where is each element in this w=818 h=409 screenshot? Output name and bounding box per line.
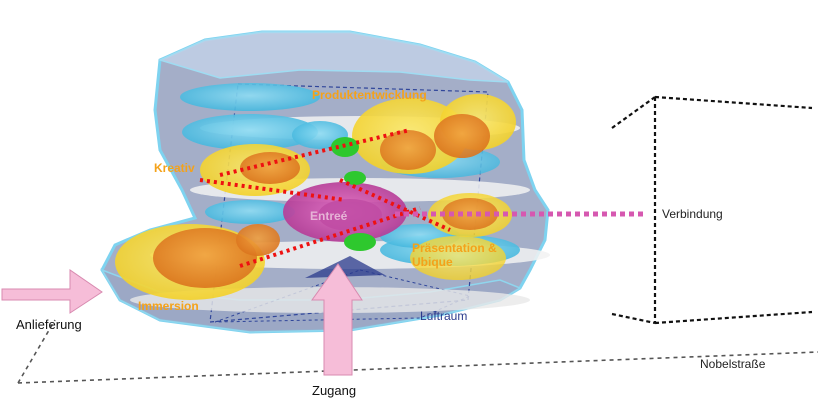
label-zugang: Zugang [312, 383, 357, 398]
label-kreativ: Kreativ [154, 161, 195, 175]
anlieferung-arrow [1, 269, 103, 314]
orange-zone [236, 224, 280, 256]
orange-zone [380, 130, 436, 170]
cyan-zone [180, 83, 320, 111]
cyan-zone [205, 200, 295, 224]
label-praesentation: Präsentation & Ubique [412, 241, 497, 269]
label-nobelstrasse: Nobelstraße [700, 357, 766, 371]
verbindung-bracket [611, 95, 813, 325]
orange-zone [434, 114, 490, 158]
label-luftraum: Luftraum [420, 309, 468, 323]
entree-core [318, 199, 382, 231]
orange-zone [240, 152, 300, 184]
entrance-triangle [305, 256, 385, 278]
label-anlieferung: Anlieferung [16, 317, 82, 332]
label-produktentwicklung: Produktentwicklung [312, 88, 427, 102]
street-line [17, 351, 818, 384]
cyan-zone [182, 114, 318, 150]
shell-top-face [157, 31, 509, 83]
orange-zone [153, 228, 257, 288]
red-connection-lines [199, 128, 451, 268]
green-node [344, 171, 366, 185]
label-entree: Entreé [310, 209, 348, 223]
green-node [344, 233, 376, 251]
yellow-zone [410, 236, 506, 280]
label-immersion: Immersion [138, 299, 199, 313]
zugang-arrow [311, 263, 363, 376]
label-verbindung: Verbindung [662, 207, 723, 221]
